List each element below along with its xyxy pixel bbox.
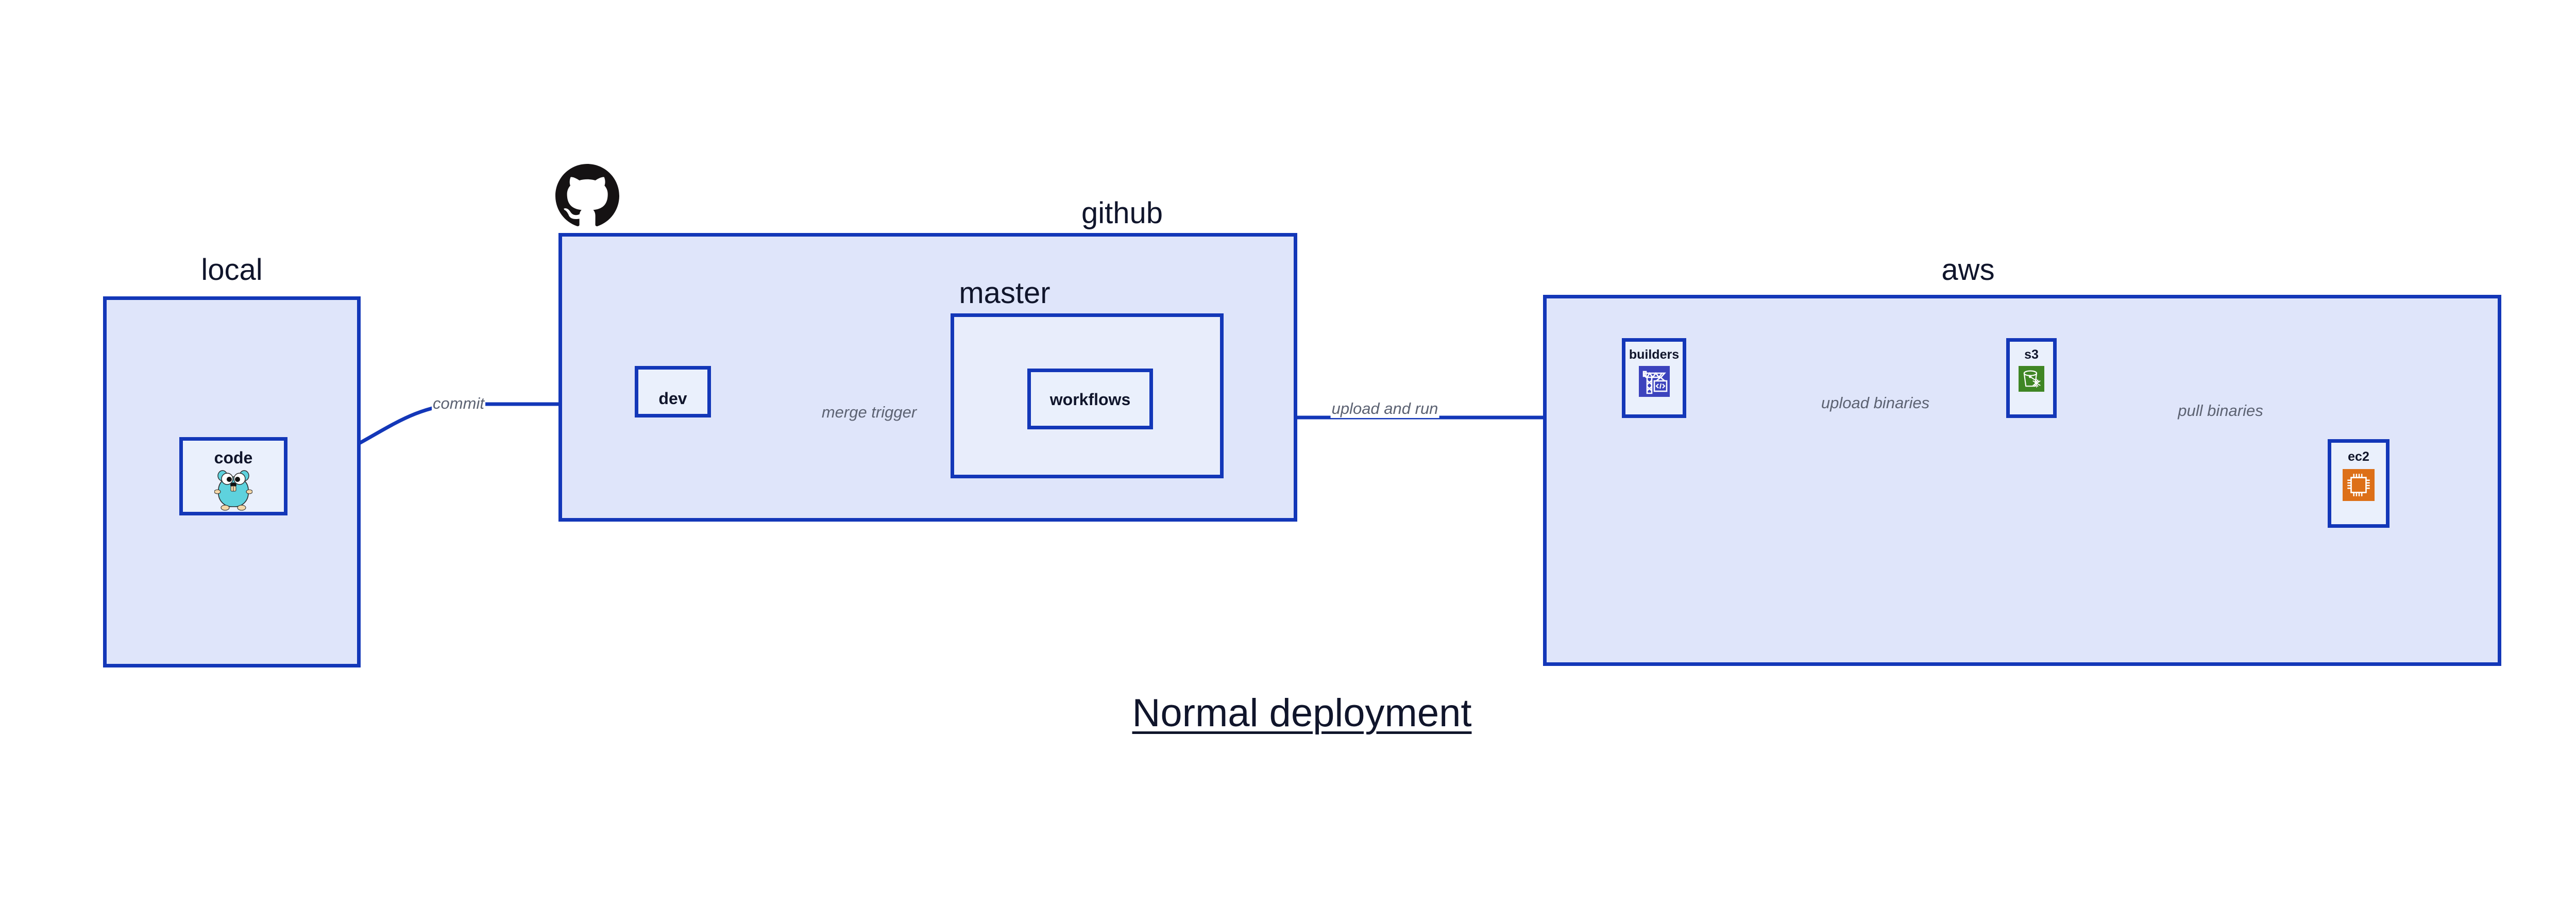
- node-builders[interactable]: builders: [1622, 338, 1686, 418]
- edge-label-upload-and-run: upload and run: [1330, 399, 1439, 418]
- node-label-s3: s3: [2024, 347, 2039, 362]
- node-ec2[interactable]: ec2: [2328, 439, 2389, 528]
- node-label-workflows: workflows: [1049, 390, 1131, 409]
- node-label-dev: dev: [658, 389, 687, 408]
- node-s3[interactable]: s3: [2006, 338, 2057, 418]
- node-label-code: code: [214, 448, 253, 467]
- node-dev[interactable]: dev: [635, 366, 711, 417]
- edge-label-upload-binaries: upload binaries: [1820, 394, 1931, 412]
- aws-s3-glacier-bucket-icon: [2019, 366, 2044, 394]
- group-label-master: master: [959, 276, 1050, 310]
- github-octocat-logo: [555, 164, 619, 228]
- node-label-ec2: ec2: [2348, 449, 2369, 464]
- aws-codebuild-crane-icon: [1638, 366, 1670, 399]
- go-gopher-icon: [214, 470, 253, 515]
- group-label-local: local: [201, 253, 263, 287]
- group-label-aws: aws: [1941, 253, 1995, 287]
- edge-label-merge-trigger: merge trigger: [820, 403, 918, 422]
- edge-label-pull-binaries: pull binaries: [2177, 402, 2264, 420]
- edge-label-commit: commit: [432, 394, 485, 413]
- diagram-title: Normal deployment: [1132, 691, 1472, 735]
- node-workflows[interactable]: workflows: [1027, 369, 1153, 429]
- aws-ec2-chip-icon: [2343, 469, 2375, 504]
- node-code[interactable]: code: [179, 437, 287, 515]
- group-label-github: github: [1081, 196, 1163, 230]
- node-label-builders: builders: [1629, 347, 1680, 362]
